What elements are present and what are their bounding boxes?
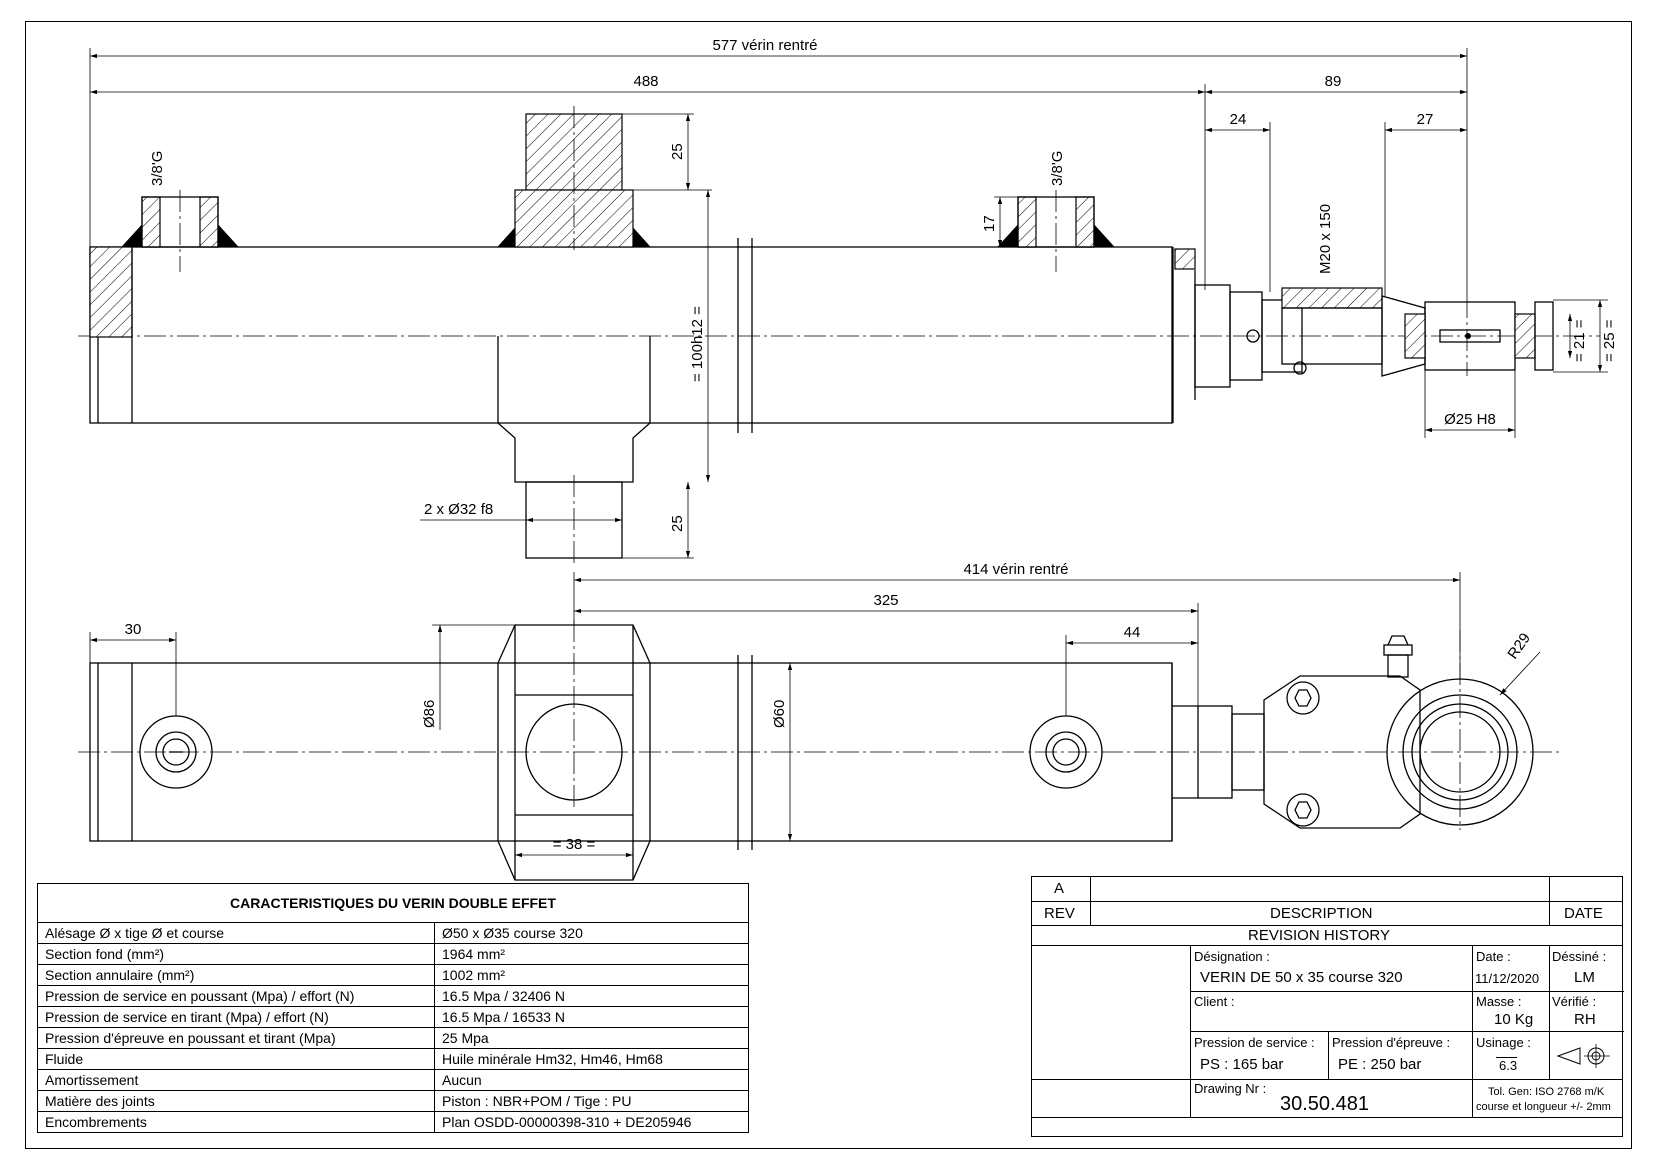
dim-44: 44 (1124, 624, 1141, 641)
dim-577: 577 vérin rentré (712, 37, 817, 54)
dim-30: 30 (125, 621, 142, 638)
drawn-value: LM (1574, 969, 1595, 986)
dim-25-eye: = 25 = (1601, 319, 1618, 362)
designation-value: VERIN DE 50 x 35 course 320 (1200, 969, 1403, 986)
specs-table: CARACTERISTIQUES DU VERIN DOUBLE EFFET A… (37, 883, 749, 1133)
top-outline-view: 414 vérin rentré 325 30 44 R29 Ø86 Ø60 =… (78, 561, 1560, 881)
trunnion-dia-label: 2 x Ø32 f8 (424, 501, 493, 518)
dim-17: 17 (981, 215, 998, 232)
designation-label: Désignation : (1194, 949, 1270, 964)
dim-488: 488 (633, 73, 658, 90)
machining-label: Usinage : (1476, 1035, 1531, 1050)
title-block: A REV DESCRIPTION DATE REVISION HISTORY … (1031, 876, 1624, 1137)
date-header: DATE (1564, 905, 1603, 922)
radius-r29: R29 (1504, 630, 1534, 662)
table-row: Section annulaire (mm²)1002 mm² (37, 964, 749, 986)
checked-label: Vérifié : (1552, 994, 1597, 1009)
dim-24: 24 (1230, 111, 1247, 128)
drawn-label: Déssiné : (1552, 949, 1607, 964)
mass-label: Masse : (1476, 994, 1522, 1009)
port-left-label: 3/8'G (149, 151, 166, 186)
date-value: 11/12/2020 (1475, 971, 1540, 986)
rev-letter: A (1054, 880, 1065, 897)
test-pressure-label: Pression d'épreuve : (1332, 1035, 1451, 1050)
table-row: Pression de service en tirant (Mpa) / ef… (37, 1006, 749, 1028)
dim-21: = 21 = (1571, 319, 1588, 362)
dim-325: 325 (873, 592, 898, 609)
dia-86: Ø86 (421, 700, 438, 728)
drawing-frame (25, 21, 1632, 1149)
width-38: = 38 = (553, 836, 596, 853)
test-pressure-value: PE : 250 bar (1338, 1056, 1422, 1073)
dim-100h12: = 100h12 = (689, 306, 706, 382)
revision-history: REVISION HISTORY (1248, 927, 1390, 944)
drawing-nr-value: 30.50.481 (1280, 1093, 1369, 1115)
dim-89: 89 (1325, 73, 1342, 90)
thread-label: M20 x 150 (1317, 204, 1334, 274)
projection-symbol-icon (1556, 1044, 1610, 1068)
description-header: DESCRIPTION (1270, 905, 1373, 922)
client-label: Client : (1194, 994, 1235, 1009)
tolerance-line2: course et longueur +/- 2mm (1476, 1101, 1611, 1113)
side-section-view: 577 vérin rentré 488 89 24 27 3/8'G 3/8'… (78, 37, 1618, 565)
checked-value: RH (1574, 1011, 1596, 1028)
table-row: Pression d'épreuve en poussant et tirant… (37, 1027, 749, 1049)
dia-60: Ø60 (771, 700, 788, 728)
dim-414: 414 vérin rentré (963, 561, 1068, 578)
table-row: Pression de service en poussant (Mpa) / … (37, 985, 749, 1007)
dim-27: 27 (1417, 111, 1434, 128)
rev-header: REV (1044, 905, 1075, 922)
specs-title: CARACTERISTIQUES DU VERIN DOUBLE EFFET (37, 883, 749, 923)
mass-value: 10 Kg (1494, 1011, 1534, 1028)
drawing-nr-label: Drawing Nr : (1194, 1081, 1267, 1096)
dim-25-top: 25 (669, 143, 686, 160)
port-right-label: 3/8'G (1049, 151, 1066, 186)
service-pressure-label: Pression de service : (1194, 1035, 1315, 1050)
dim-25-bottom: 25 (669, 515, 686, 532)
service-pressure-value: PS : 165 bar (1200, 1056, 1284, 1073)
bore-eye-label: Ø25 H8 (1444, 411, 1496, 428)
date-label: Date : (1476, 949, 1511, 964)
tolerance-line1: Tol. Gen: ISO 2768 m/K (1488, 1086, 1605, 1098)
table-row: Section fond (mm²)1964 mm² (37, 943, 749, 965)
roughness-value: 6.3 (1496, 1057, 1518, 1073)
